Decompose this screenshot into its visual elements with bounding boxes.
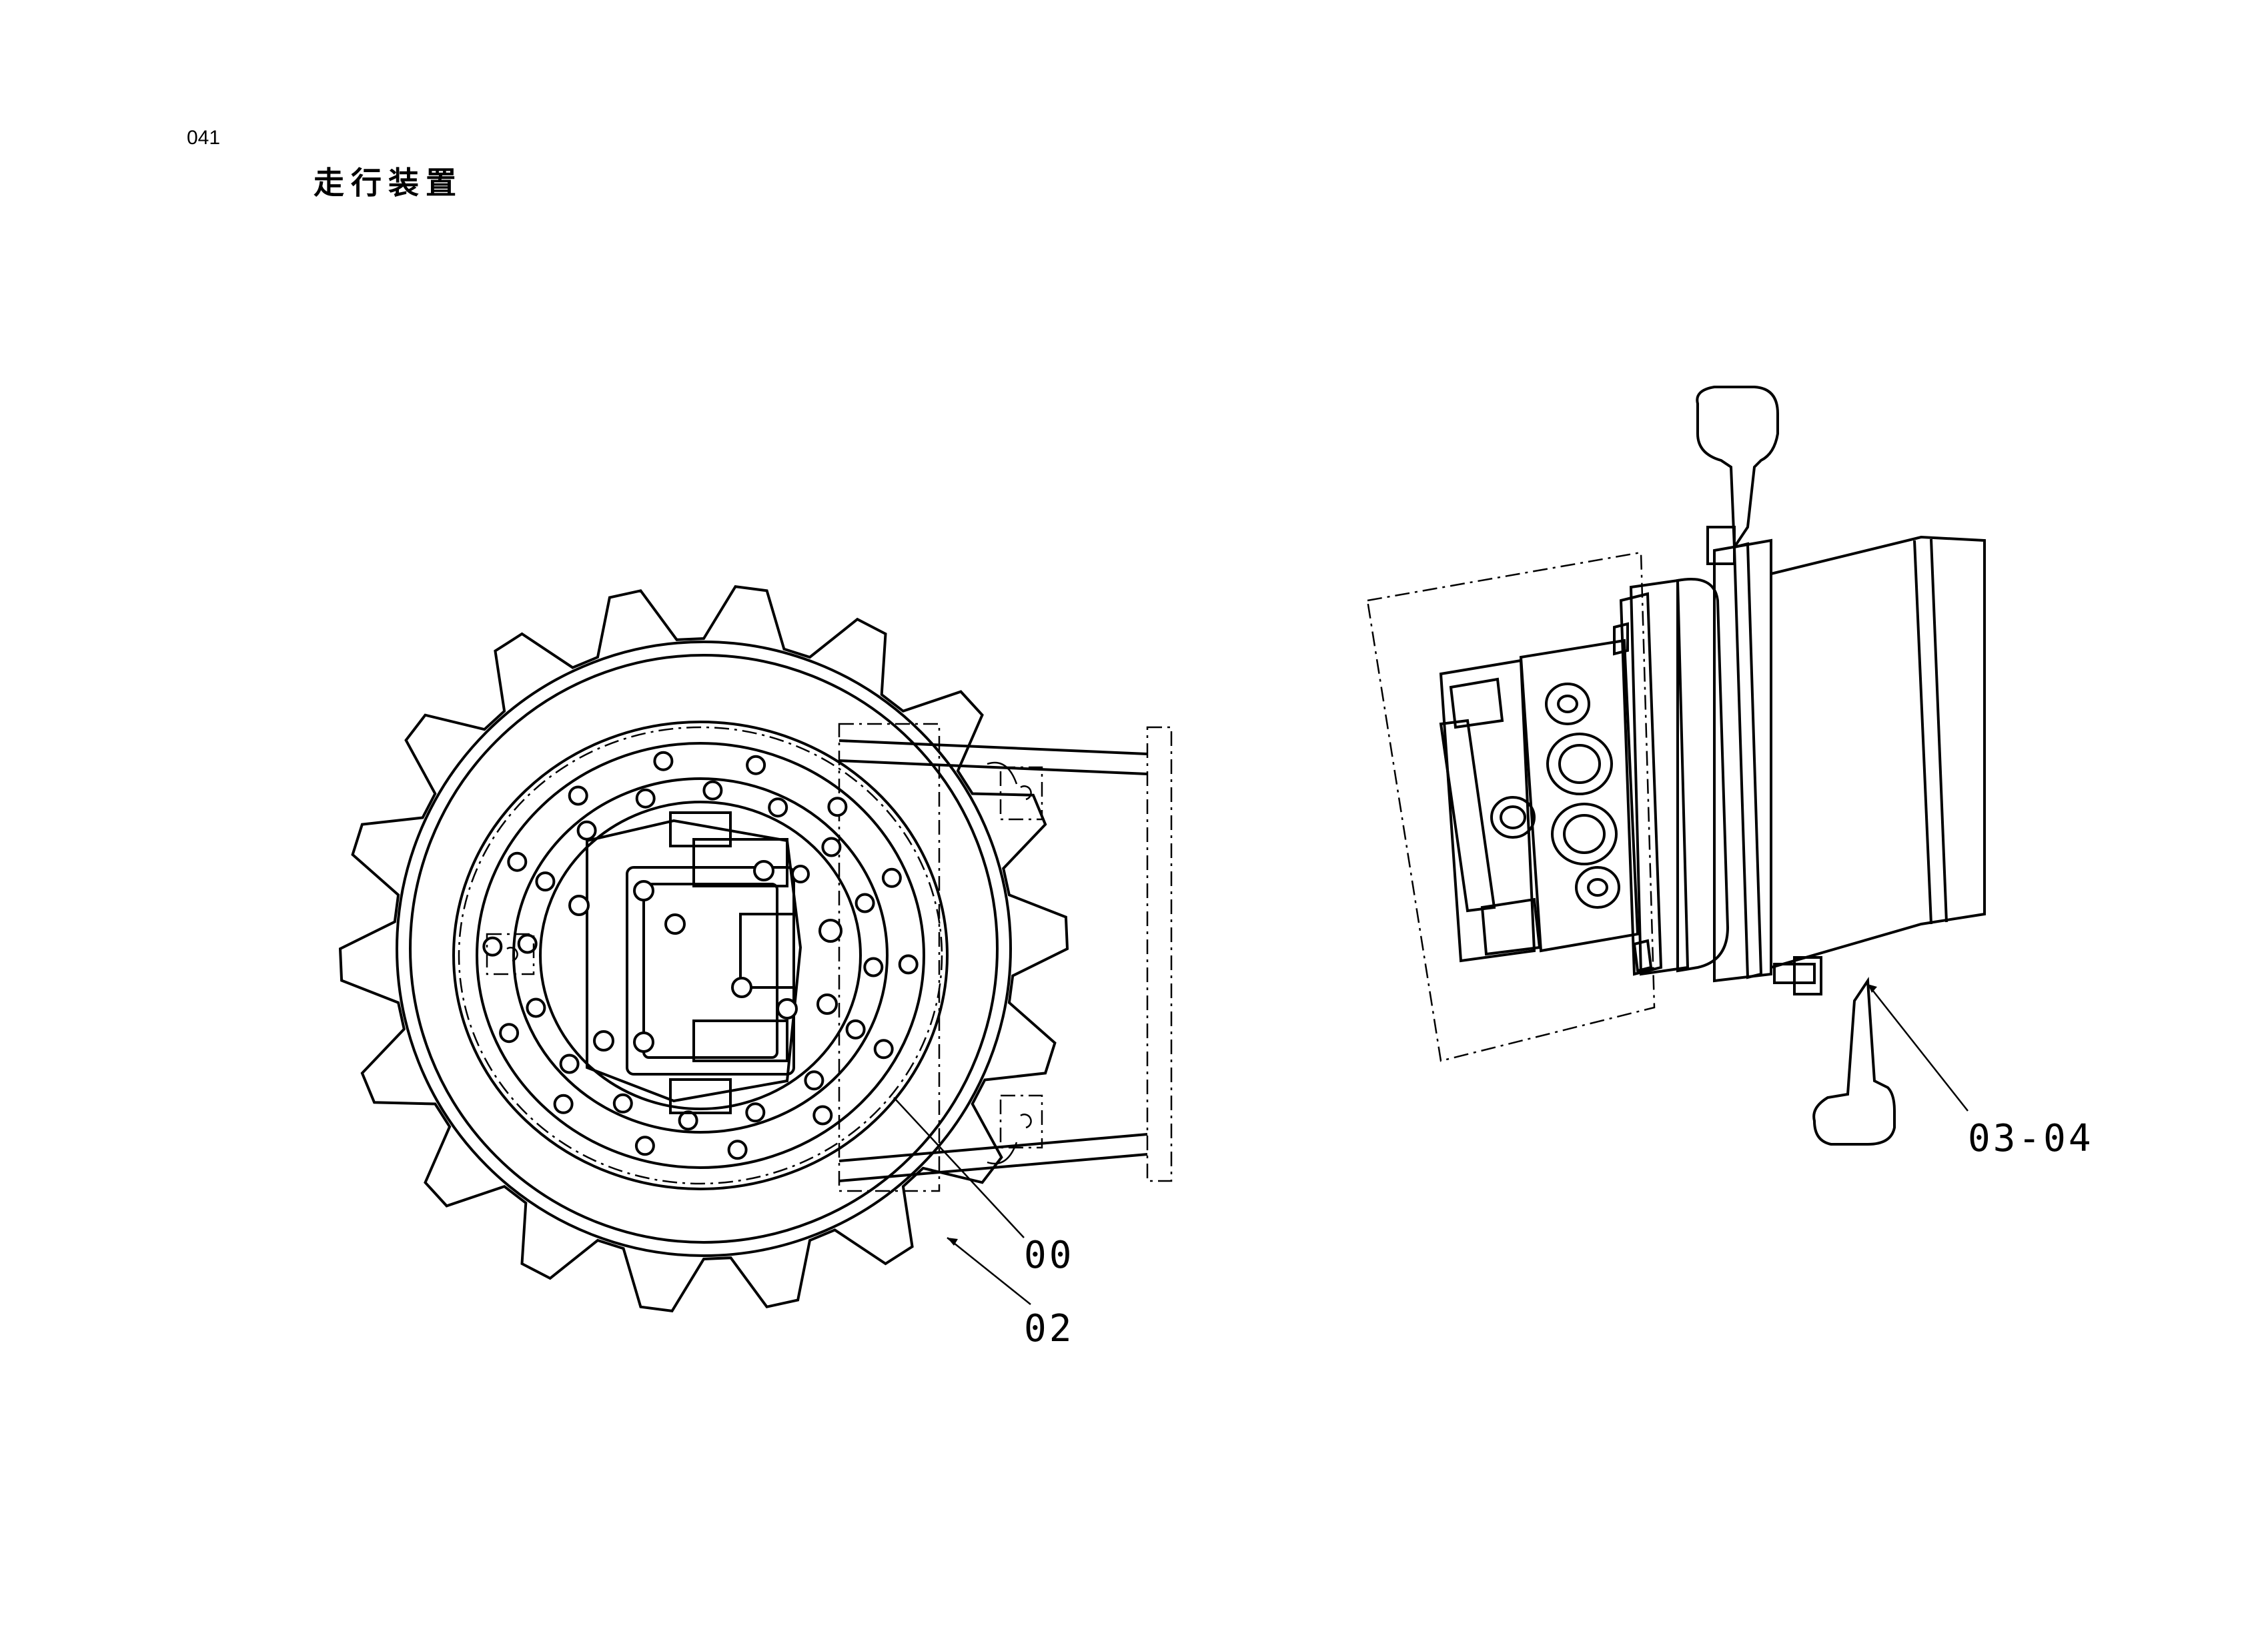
page-number: 041 xyxy=(187,127,221,149)
bolt-hole xyxy=(634,1136,655,1156)
leader-line-02 xyxy=(947,1237,1031,1305)
leader-line-00 xyxy=(893,1097,1025,1238)
bolt-hole xyxy=(535,871,556,892)
callout-03-04: 03-04 xyxy=(1968,1117,2094,1160)
inner-bolt-circle xyxy=(517,780,884,1131)
outer-bolt-circle xyxy=(482,751,919,1160)
hub-ring-1 xyxy=(452,721,949,1190)
bolt-hole xyxy=(526,997,546,1018)
travel-motor-block xyxy=(568,811,842,1114)
callout-00: 00 xyxy=(1024,1234,1074,1277)
sprocket-front-view xyxy=(338,584,1173,1313)
hub-ring-4 xyxy=(539,801,862,1110)
hub-spacer xyxy=(1629,578,1690,976)
bolt-hole xyxy=(568,785,588,806)
bolt-hole xyxy=(898,954,919,975)
motor-cover xyxy=(1439,659,1536,963)
bolt-hole xyxy=(855,893,875,913)
sprocket-teeth-outline xyxy=(338,584,1069,1313)
reducer-housing xyxy=(1770,535,1986,969)
bolt-hole xyxy=(499,1023,520,1044)
bolt-hole xyxy=(745,1102,766,1123)
bolt-hole xyxy=(678,1110,698,1131)
travel-device-side-view xyxy=(1366,386,1986,1146)
bolt-hole xyxy=(553,1094,574,1114)
bolt-hole xyxy=(768,797,788,818)
bolt-hole xyxy=(635,788,656,809)
hub-ring-dashed xyxy=(458,726,943,1185)
bolt-hole xyxy=(845,1019,866,1040)
page-title: 走行装置 xyxy=(314,165,463,201)
bolt-hole xyxy=(746,755,766,775)
bolt-hole xyxy=(827,797,848,817)
hub-ring-2 xyxy=(476,742,925,1169)
bolt-hole xyxy=(863,957,884,977)
bolt-hole xyxy=(612,1093,633,1114)
motor-plate xyxy=(1619,592,1663,976)
bolt-hole xyxy=(559,1054,580,1074)
hub-ring-3 xyxy=(512,777,889,1134)
bolt-hole xyxy=(873,1039,894,1060)
bolt-hole xyxy=(517,933,538,954)
bolt-hole xyxy=(576,820,597,841)
bolt-hole xyxy=(482,936,503,957)
flange-ring xyxy=(1713,538,1772,983)
bolt-hole xyxy=(821,837,842,857)
callout-02: 02 xyxy=(1024,1307,1074,1350)
bolt-hole xyxy=(804,1070,824,1091)
sprocket-rim-outer xyxy=(396,641,1012,1257)
bearing-collar xyxy=(1676,578,1730,973)
valve-ports xyxy=(1490,683,1620,909)
bolt-hole xyxy=(507,851,528,872)
bolt-hole xyxy=(812,1105,833,1126)
support-frame xyxy=(838,723,1173,1192)
valve-block xyxy=(1519,639,1640,953)
dashed-port xyxy=(486,933,535,975)
sprocket-side-teeth xyxy=(1696,386,1896,1146)
sprocket-rim-inner xyxy=(409,654,999,1244)
mounting-frame-dashed xyxy=(1366,551,1656,1062)
bolt-hole xyxy=(881,867,902,888)
bolt-hole xyxy=(702,780,723,801)
leader-line-03-04 xyxy=(1867,983,1968,1112)
bolt-hole xyxy=(727,1140,748,1160)
bolt-hole xyxy=(653,751,674,771)
